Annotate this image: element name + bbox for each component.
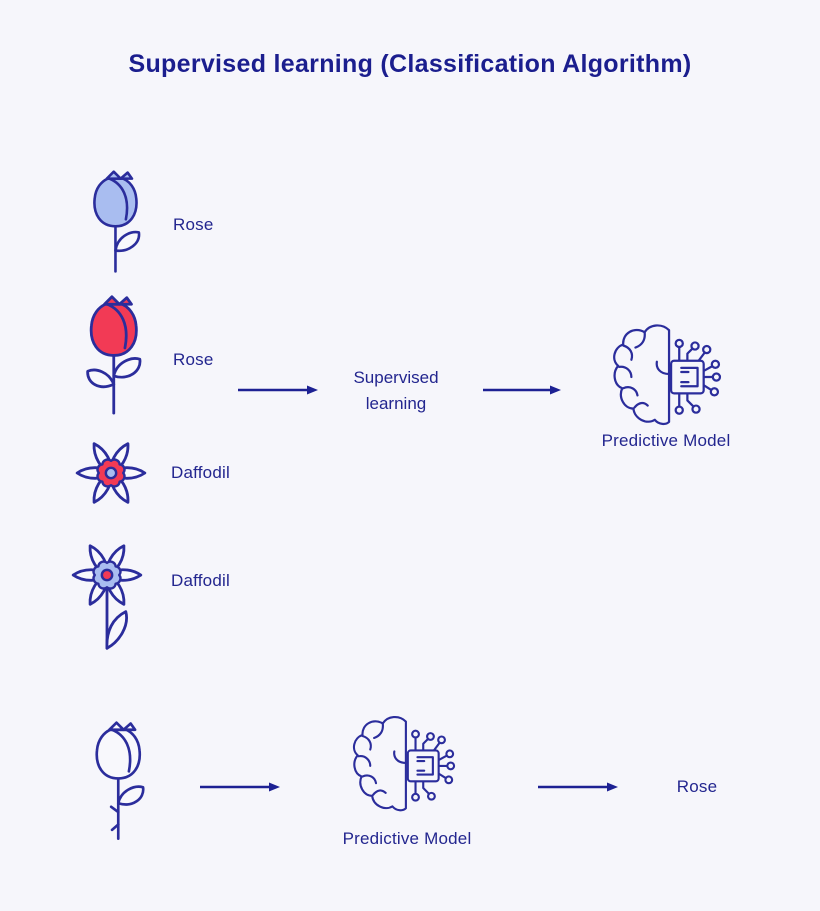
- example-label-daffodil-2: Daffodil: [171, 571, 230, 590]
- arrow-right-icon: [538, 782, 618, 792]
- predictive-model-brain-icon: [352, 715, 456, 812]
- daffodil-blue-center-icon: [71, 541, 143, 650]
- page-title: Supervised learning (Classification Algo…: [128, 50, 692, 78]
- process-label: Supervised learning: [353, 368, 439, 413]
- output-label: Rose: [676, 777, 718, 796]
- arrow-right-icon: [238, 385, 318, 395]
- arrow-right-icon: [200, 782, 280, 792]
- rose-outline-icon: [95, 721, 145, 841]
- daffodil-red-center-icon: [75, 439, 147, 507]
- example-label-rose-2: Rose: [173, 350, 214, 369]
- example-label-daffodil-1: Daffodil: [171, 463, 230, 482]
- rose-blue-icon: [93, 170, 141, 273]
- rose-red-icon: [86, 295, 142, 415]
- arrow-right-icon: [483, 385, 561, 395]
- predictive-model-label-2: Predictive Model: [342, 829, 472, 848]
- example-label-rose-1: Rose: [173, 215, 214, 234]
- predictive-model-brain-icon: [613, 324, 722, 426]
- predictive-model-label-1: Predictive Model: [601, 431, 731, 450]
